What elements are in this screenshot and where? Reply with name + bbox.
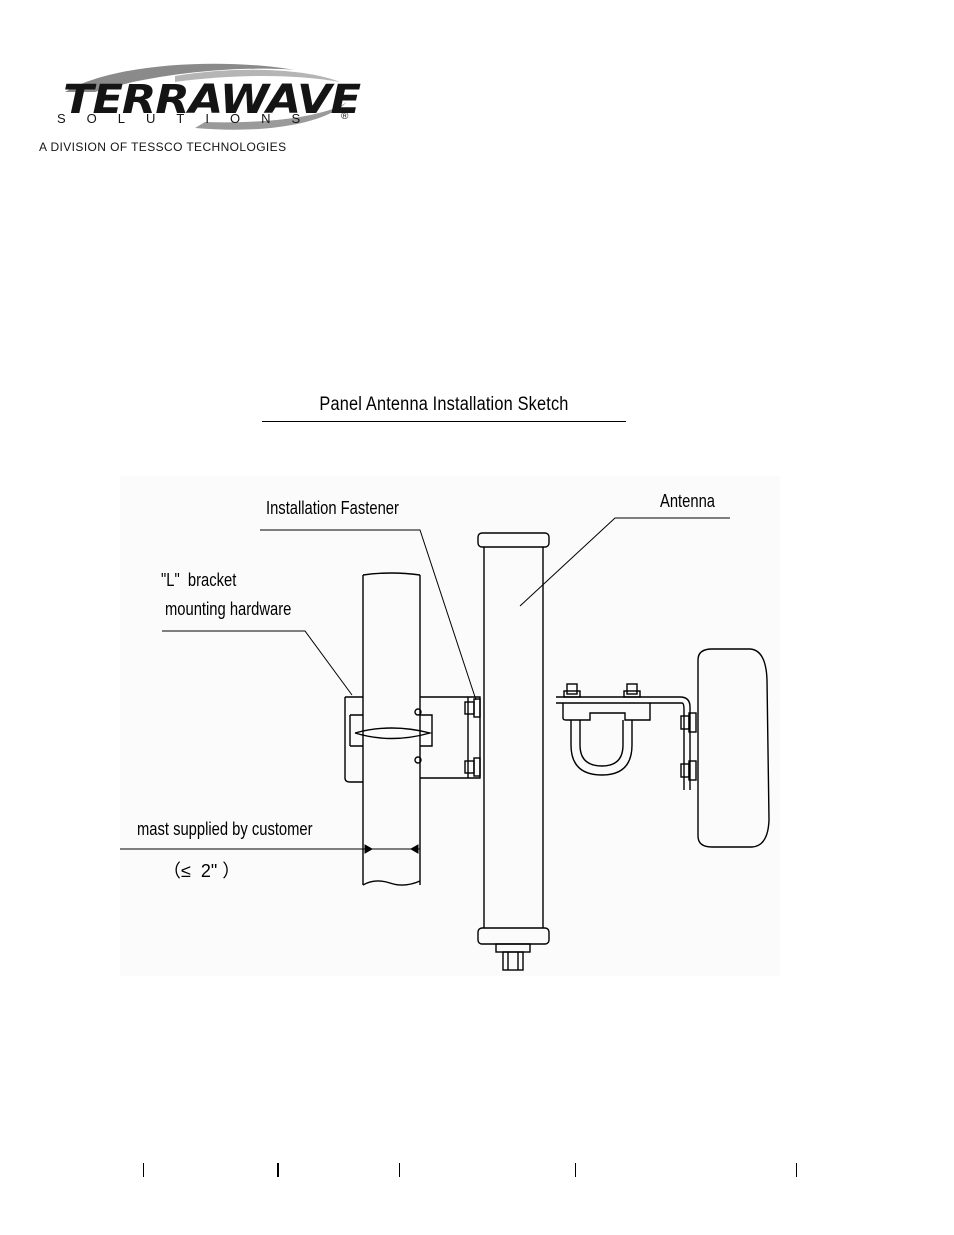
footer-divider [143,1163,144,1177]
footer-divider [575,1163,576,1177]
footer-divider [796,1163,797,1177]
label-bracket-line1: "L" bracket [161,571,236,591]
label-bracket-line2: mounting hardware [165,600,291,620]
label-mast: mast supplied by customer [137,820,313,840]
label-antenna: Antenna [660,492,715,512]
label-mast-size: （≤ 2" ） [163,862,240,882]
label-installation-fastener: Installation Fastener [266,499,399,519]
footer-divider [399,1163,400,1177]
footer-divider [277,1163,279,1177]
